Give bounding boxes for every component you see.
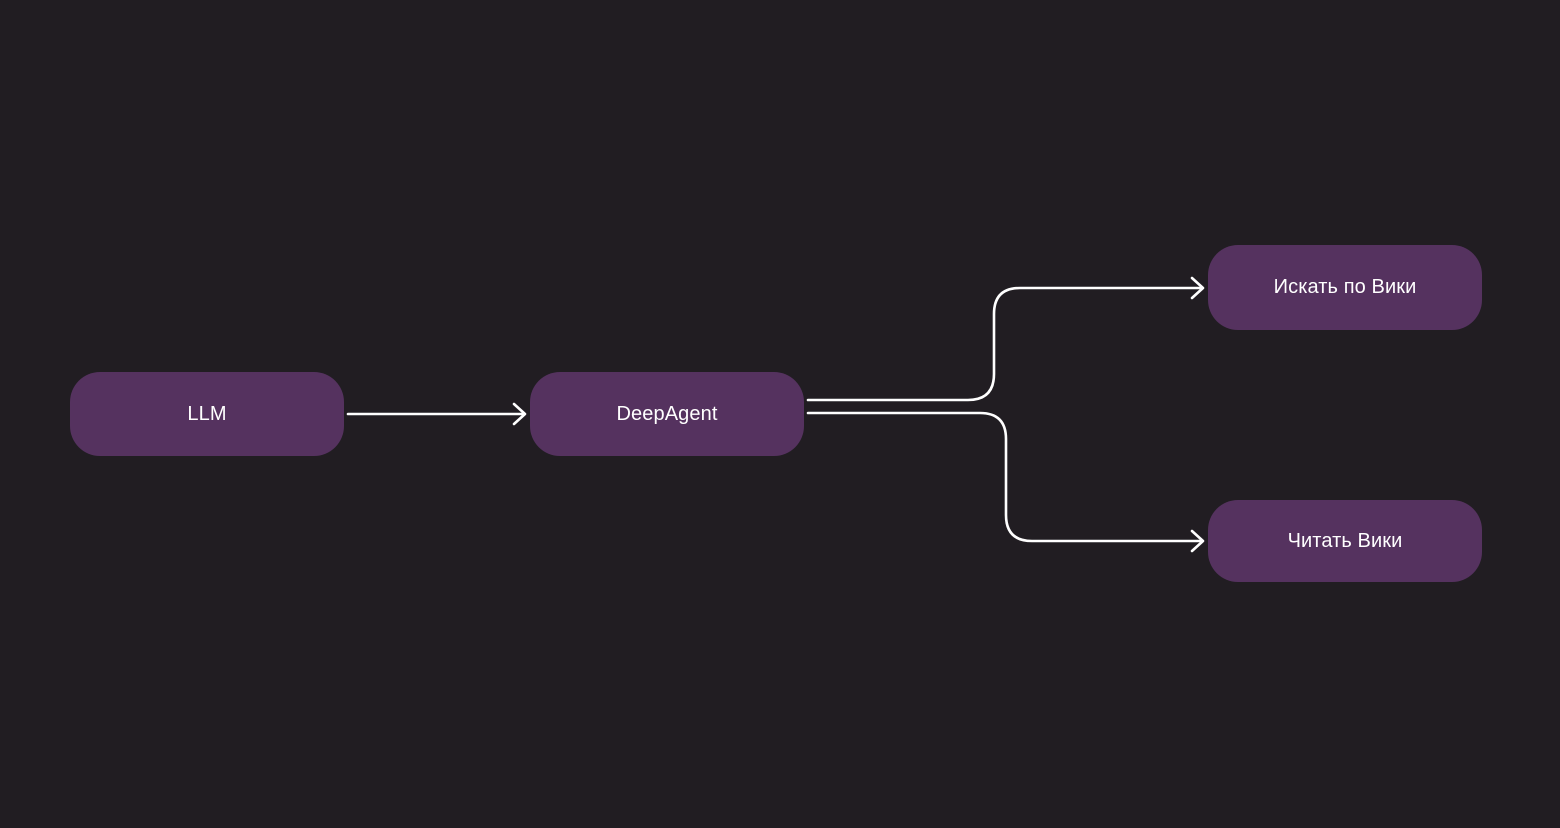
node-llm: LLM xyxy=(70,372,344,456)
edge-deepagent-to-read-wiki-arrowhead xyxy=(1190,529,1205,553)
node-read-wiki-label: Читать Вики xyxy=(1287,529,1403,552)
edge-deepagent-to-search-wiki xyxy=(806,286,1204,402)
edge-llm-to-deepagent-arrowhead xyxy=(512,402,527,426)
node-read-wiki: Читать Вики xyxy=(1208,500,1482,582)
edge-deepagent-to-search-wiki-arrowhead xyxy=(1190,276,1205,300)
node-search-wiki-label: Искать по Вики xyxy=(1273,276,1417,298)
node-deepagent-label: DeepAgent xyxy=(616,402,718,425)
node-deepagent: DeepAgent xyxy=(530,372,804,456)
edge-deepagent-to-read-wiki xyxy=(806,411,1204,543)
node-llm-label: LLM xyxy=(187,402,227,425)
node-search-wiki: Искать по Вики xyxy=(1208,245,1482,330)
